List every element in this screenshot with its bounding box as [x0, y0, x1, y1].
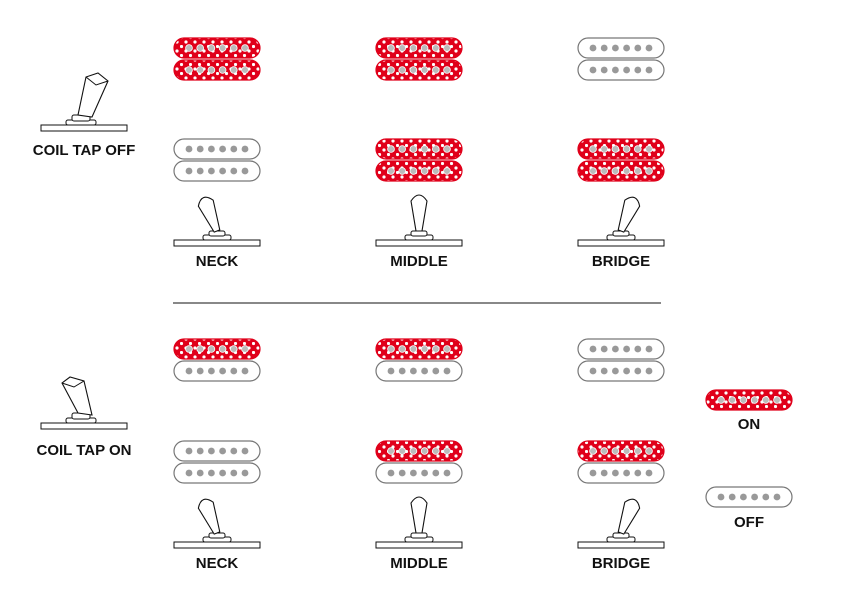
on-middle-bridge-pickup-top-coil: [375, 338, 463, 360]
coil-tap-off-switch: [40, 72, 128, 132]
on-bridge-selector-toggle: [577, 498, 665, 549]
off-bridge-bridge-pickup: [577, 37, 665, 81]
tap-on-bridge-label: BRIDGE: [592, 555, 650, 572]
off-middle-bridge-pickup: [375, 37, 463, 81]
on-neck-neck-pickup-top-coil: [173, 440, 261, 462]
tap-on-middle-column: [375, 338, 463, 549]
tap-on-neck-label: NECK: [196, 555, 239, 572]
off-neck-bridge-pickup-bottom-coil: [173, 59, 261, 81]
legend-off-label: OFF: [734, 514, 764, 531]
off-bridge-selector-toggle: [577, 196, 665, 247]
tap-on-neck-column: [173, 338, 261, 549]
legend-off-swatch: [705, 486, 793, 508]
on-bridge-neck-pickup-bottom-coil: [577, 462, 665, 484]
legend-on-coil: [705, 389, 793, 411]
off-middle-bridge-pickup-top-coil: [375, 37, 463, 59]
on-middle-selector-toggle: [375, 496, 463, 549]
tap-off-bridge-label: BRIDGE: [592, 253, 650, 270]
on-bridge-neck-pickup: [577, 440, 665, 484]
on-neck-selector-toggle: [173, 498, 261, 549]
off-bridge-bridge-pickup-top-coil: [577, 37, 665, 59]
tap-on-bridge-column: [577, 338, 665, 549]
on-bridge-bridge-pickup-bottom-coil: [577, 360, 665, 382]
on-middle-neck-pickup-bottom-coil: [375, 462, 463, 484]
coil-tap-off-label: COIL TAP OFF: [33, 142, 136, 159]
on-neck-bridge-pickup: [173, 338, 261, 382]
tap-off-bridge-column: [577, 37, 665, 247]
off-bridge-neck-pickup-bottom-coil: [577, 160, 665, 182]
legend-off-coil: [705, 486, 793, 508]
tap-off-neck-label: NECK: [196, 253, 239, 270]
on-neck-neck-pickup: [173, 440, 261, 484]
off-bridge-neck-pickup: [577, 138, 665, 182]
coil-tap-on-switch: [40, 376, 128, 430]
off-neck-neck-pickup: [173, 138, 261, 182]
off-neck-bridge-pickup: [173, 37, 261, 81]
off-bridge-neck-pickup-top-coil: [577, 138, 665, 160]
tap-off-middle-label: MIDDLE: [390, 253, 448, 270]
off-middle-bridge-pickup-bottom-coil: [375, 59, 463, 81]
on-bridge-bridge-pickup: [577, 338, 665, 382]
on-middle-neck-pickup: [375, 440, 463, 484]
on-middle-bridge-pickup: [375, 338, 463, 382]
off-middle-neck-pickup-top-coil: [375, 138, 463, 160]
off-middle-selector-toggle: [375, 194, 463, 247]
tap-off-neck-column: [173, 37, 261, 247]
on-neck-bridge-pickup-bottom-coil: [173, 360, 261, 382]
off-middle-neck-pickup-bottom-coil: [375, 160, 463, 182]
off-bridge-bridge-pickup-bottom-coil: [577, 59, 665, 81]
tap-off-middle-column: [375, 37, 463, 247]
off-neck-bridge-pickup-top-coil: [173, 37, 261, 59]
on-middle-neck-pickup-top-coil: [375, 440, 463, 462]
on-bridge-bridge-pickup-top-coil: [577, 338, 665, 360]
on-neck-bridge-pickup-top-coil: [173, 338, 261, 360]
on-neck-neck-pickup-bottom-coil: [173, 462, 261, 484]
on-middle-bridge-pickup-bottom-coil: [375, 360, 463, 382]
on-bridge-neck-pickup-top-coil: [577, 440, 665, 462]
tap-on-middle-label: MIDDLE: [390, 555, 448, 572]
off-neck-selector-toggle: [173, 196, 261, 247]
coil-tap-on-label: COIL TAP ON: [36, 442, 131, 459]
legend-on-label: ON: [738, 416, 761, 433]
legend-on-swatch: [705, 389, 793, 411]
off-neck-neck-pickup-bottom-coil: [173, 160, 261, 182]
off-middle-neck-pickup: [375, 138, 463, 182]
off-neck-neck-pickup-top-coil: [173, 138, 261, 160]
